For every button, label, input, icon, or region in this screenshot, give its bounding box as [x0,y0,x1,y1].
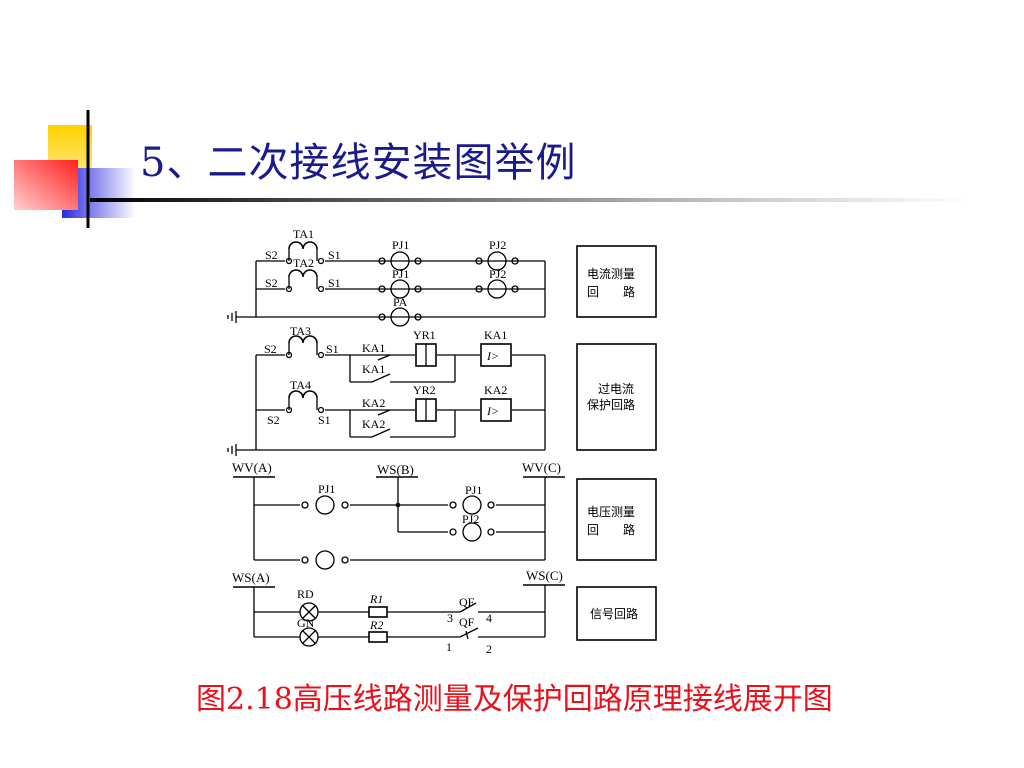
ta3-label: TA3 [290,324,311,338]
s1-label-2: S1 [328,276,341,290]
qf-label-1: QF [459,595,475,609]
r2-label: R2 [369,618,383,632]
circuit-labels: 电流测量 回 路 过电流 保护回路 电压测量 回 路 信号回路 [576,245,657,641]
s2-label-2: S2 [265,276,278,290]
s1-label-3: S1 [326,342,339,356]
yr1-label: YR1 [413,328,436,342]
pj1-label-1: PJ1 [392,238,409,252]
figure-caption: 图2.18高压线路测量及保护回路原理接线展开图 [196,682,833,717]
current-measurement-label-1: 电流测量 [587,267,635,281]
ka2-relay-label: KA2 [484,383,507,397]
pa-label: PA [393,295,408,309]
ws-a-label: WS(A) [232,570,270,585]
ka2-contact-label-2: KA2 [362,417,385,431]
pj1-label-4: PJ1 [465,483,482,497]
title-underline [90,198,970,202]
s1-label-4: S1 [318,413,331,427]
pj2-label-3: PJ2 [462,512,479,526]
terminal-1-label: 1 [446,640,452,654]
yr2-label: YR2 [413,383,436,397]
ka2-relay-symbol: I> [486,404,499,418]
pj2-label-2: PJ2 [489,267,506,281]
signal-circuit-box [576,586,657,641]
ws-b-label: WS(B) [377,462,414,477]
s2-label-1: S2 [265,248,278,262]
ka1-relay-label: KA1 [484,328,507,342]
ka1-contact-label-1: KA1 [362,341,385,355]
wv-c-label: WV(C) [522,460,561,475]
pj2-label-1: PJ2 [489,238,506,252]
voltage-measurement-box [576,478,657,561]
terminal-3-label: 3 [447,611,453,625]
signal-circuit-label: 信号回路 [590,606,638,621]
voltage-measurement-label-1: 电压测量 [587,505,635,519]
terminal-4-label: 4 [486,611,492,625]
overcurrent-protection-circuit: TA3 TA4 S2 S1 S2 S1 KA1 KA1 KA2 KA2 YR1 … [227,324,546,456]
ka2-contact-label-1: KA2 [362,396,385,410]
overcurrent-protection-box [576,343,657,451]
overcurrent-protection-label-1: 过电流 [598,382,634,396]
current-measurement-label-2: 回 路 [587,284,635,299]
page-title: 5、二次接线安装图举例 [140,140,577,186]
ka1-contact-label-2: KA1 [362,362,385,376]
current-measurement-box [576,245,657,318]
qf-label-2: QF [459,615,475,629]
overcurrent-protection-label-2: 保护回路 [587,397,635,412]
voltage-measurement-circuit: WV(A) WS(B) WV(C) PJ1 PJ1 PJ2 [232,460,565,570]
terminal-2-label: 2 [486,642,492,656]
rd-label: RD [297,587,314,601]
ws-c-label: WS(C) [526,568,563,583]
ka1-relay-symbol: I> [486,349,499,363]
signal-circuit: RD GN R1 R2 QF QF 3 4 1 2 WS(A) WS(C) [232,568,565,656]
voltage-measurement-label-2: 回 路 [587,522,635,537]
pj1-label-2: PJ1 [392,267,409,281]
ta2-label: TA2 [293,256,314,270]
corner-decoration [14,110,136,228]
s2-label-4: S2 [267,413,280,427]
r1-label: R1 [369,592,383,606]
red-square [14,160,78,210]
pj1-label-3: PJ1 [318,482,335,496]
wv-a-label: WV(A) [232,460,272,475]
ta1-label: TA1 [293,227,314,241]
gn-label: GN [297,616,315,630]
current-measurement-circuit: TA1 TA2 S2 S1 S2 S1 PJ1 PJ2 PJ1 PJ2 PA [227,227,546,327]
s2-label-3: S2 [264,342,277,356]
ta4-label: TA4 [290,378,311,392]
s1-label-1: S1 [328,248,341,262]
